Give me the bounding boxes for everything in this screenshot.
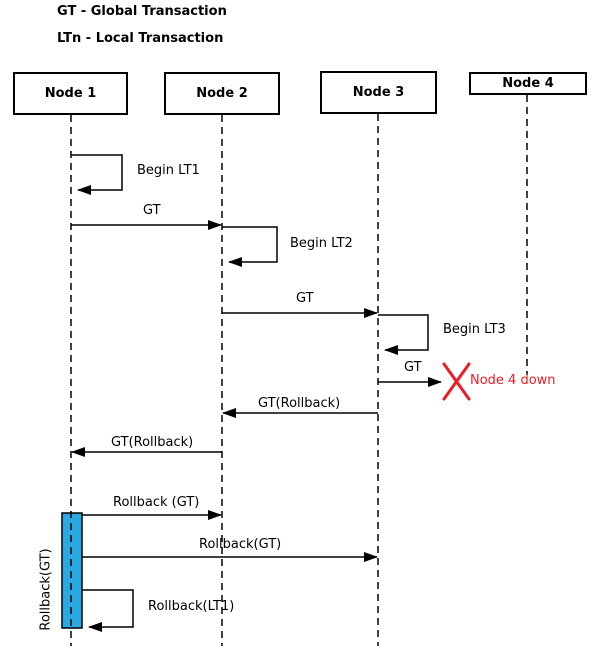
label-gt-1-to-2: GT: [143, 203, 161, 218]
node4-box: Node 4: [469, 72, 587, 95]
activation-bar: [61, 512, 83, 629]
label-rollback-gt-1-to-2: Rollback (GT): [113, 495, 200, 510]
activation-bar-label: Rollback(GT): [38, 548, 54, 631]
node3-box: Node 3: [320, 71, 437, 114]
label-rollback-lt1: Rollback(LT1): [148, 599, 235, 614]
label-begin-lt2: Begin LT2: [290, 236, 353, 251]
legend-global-transaction: GT - Global Transaction: [57, 4, 227, 19]
label-gt-rollback-3-to-2: GT(Rollback): [258, 396, 341, 411]
legend-local-transaction: LTn - Local Transaction: [57, 31, 224, 46]
node2-label: Node 2: [196, 86, 248, 101]
label-node4-down: Node 4 down: [470, 373, 556, 388]
self-message-begin-lt2: [222, 226, 278, 267]
failure-x-icon: [442, 362, 471, 401]
self-message-rollback-lt1: [82, 589, 134, 632]
label-gt-2-to-3: GT: [296, 291, 314, 306]
node1-box: Node 1: [13, 72, 128, 115]
label-gt-rollback-2-to-1: GT(Rollback): [111, 435, 194, 450]
node2-box: Node 2: [164, 72, 280, 115]
label-gt-3-to-4: GT: [404, 360, 422, 375]
node3-label: Node 3: [352, 85, 405, 100]
label-rollback-gt-1-to-3: Rollback(GT): [199, 537, 282, 552]
self-message-begin-lt1: [71, 154, 123, 195]
node1-label: Node 1: [44, 86, 97, 101]
label-begin-lt1: Begin LT1: [137, 163, 200, 178]
node4-label: Node 4: [502, 76, 554, 91]
label-begin-lt3: Begin LT3: [443, 322, 506, 337]
self-message-begin-lt3: [378, 314, 429, 355]
